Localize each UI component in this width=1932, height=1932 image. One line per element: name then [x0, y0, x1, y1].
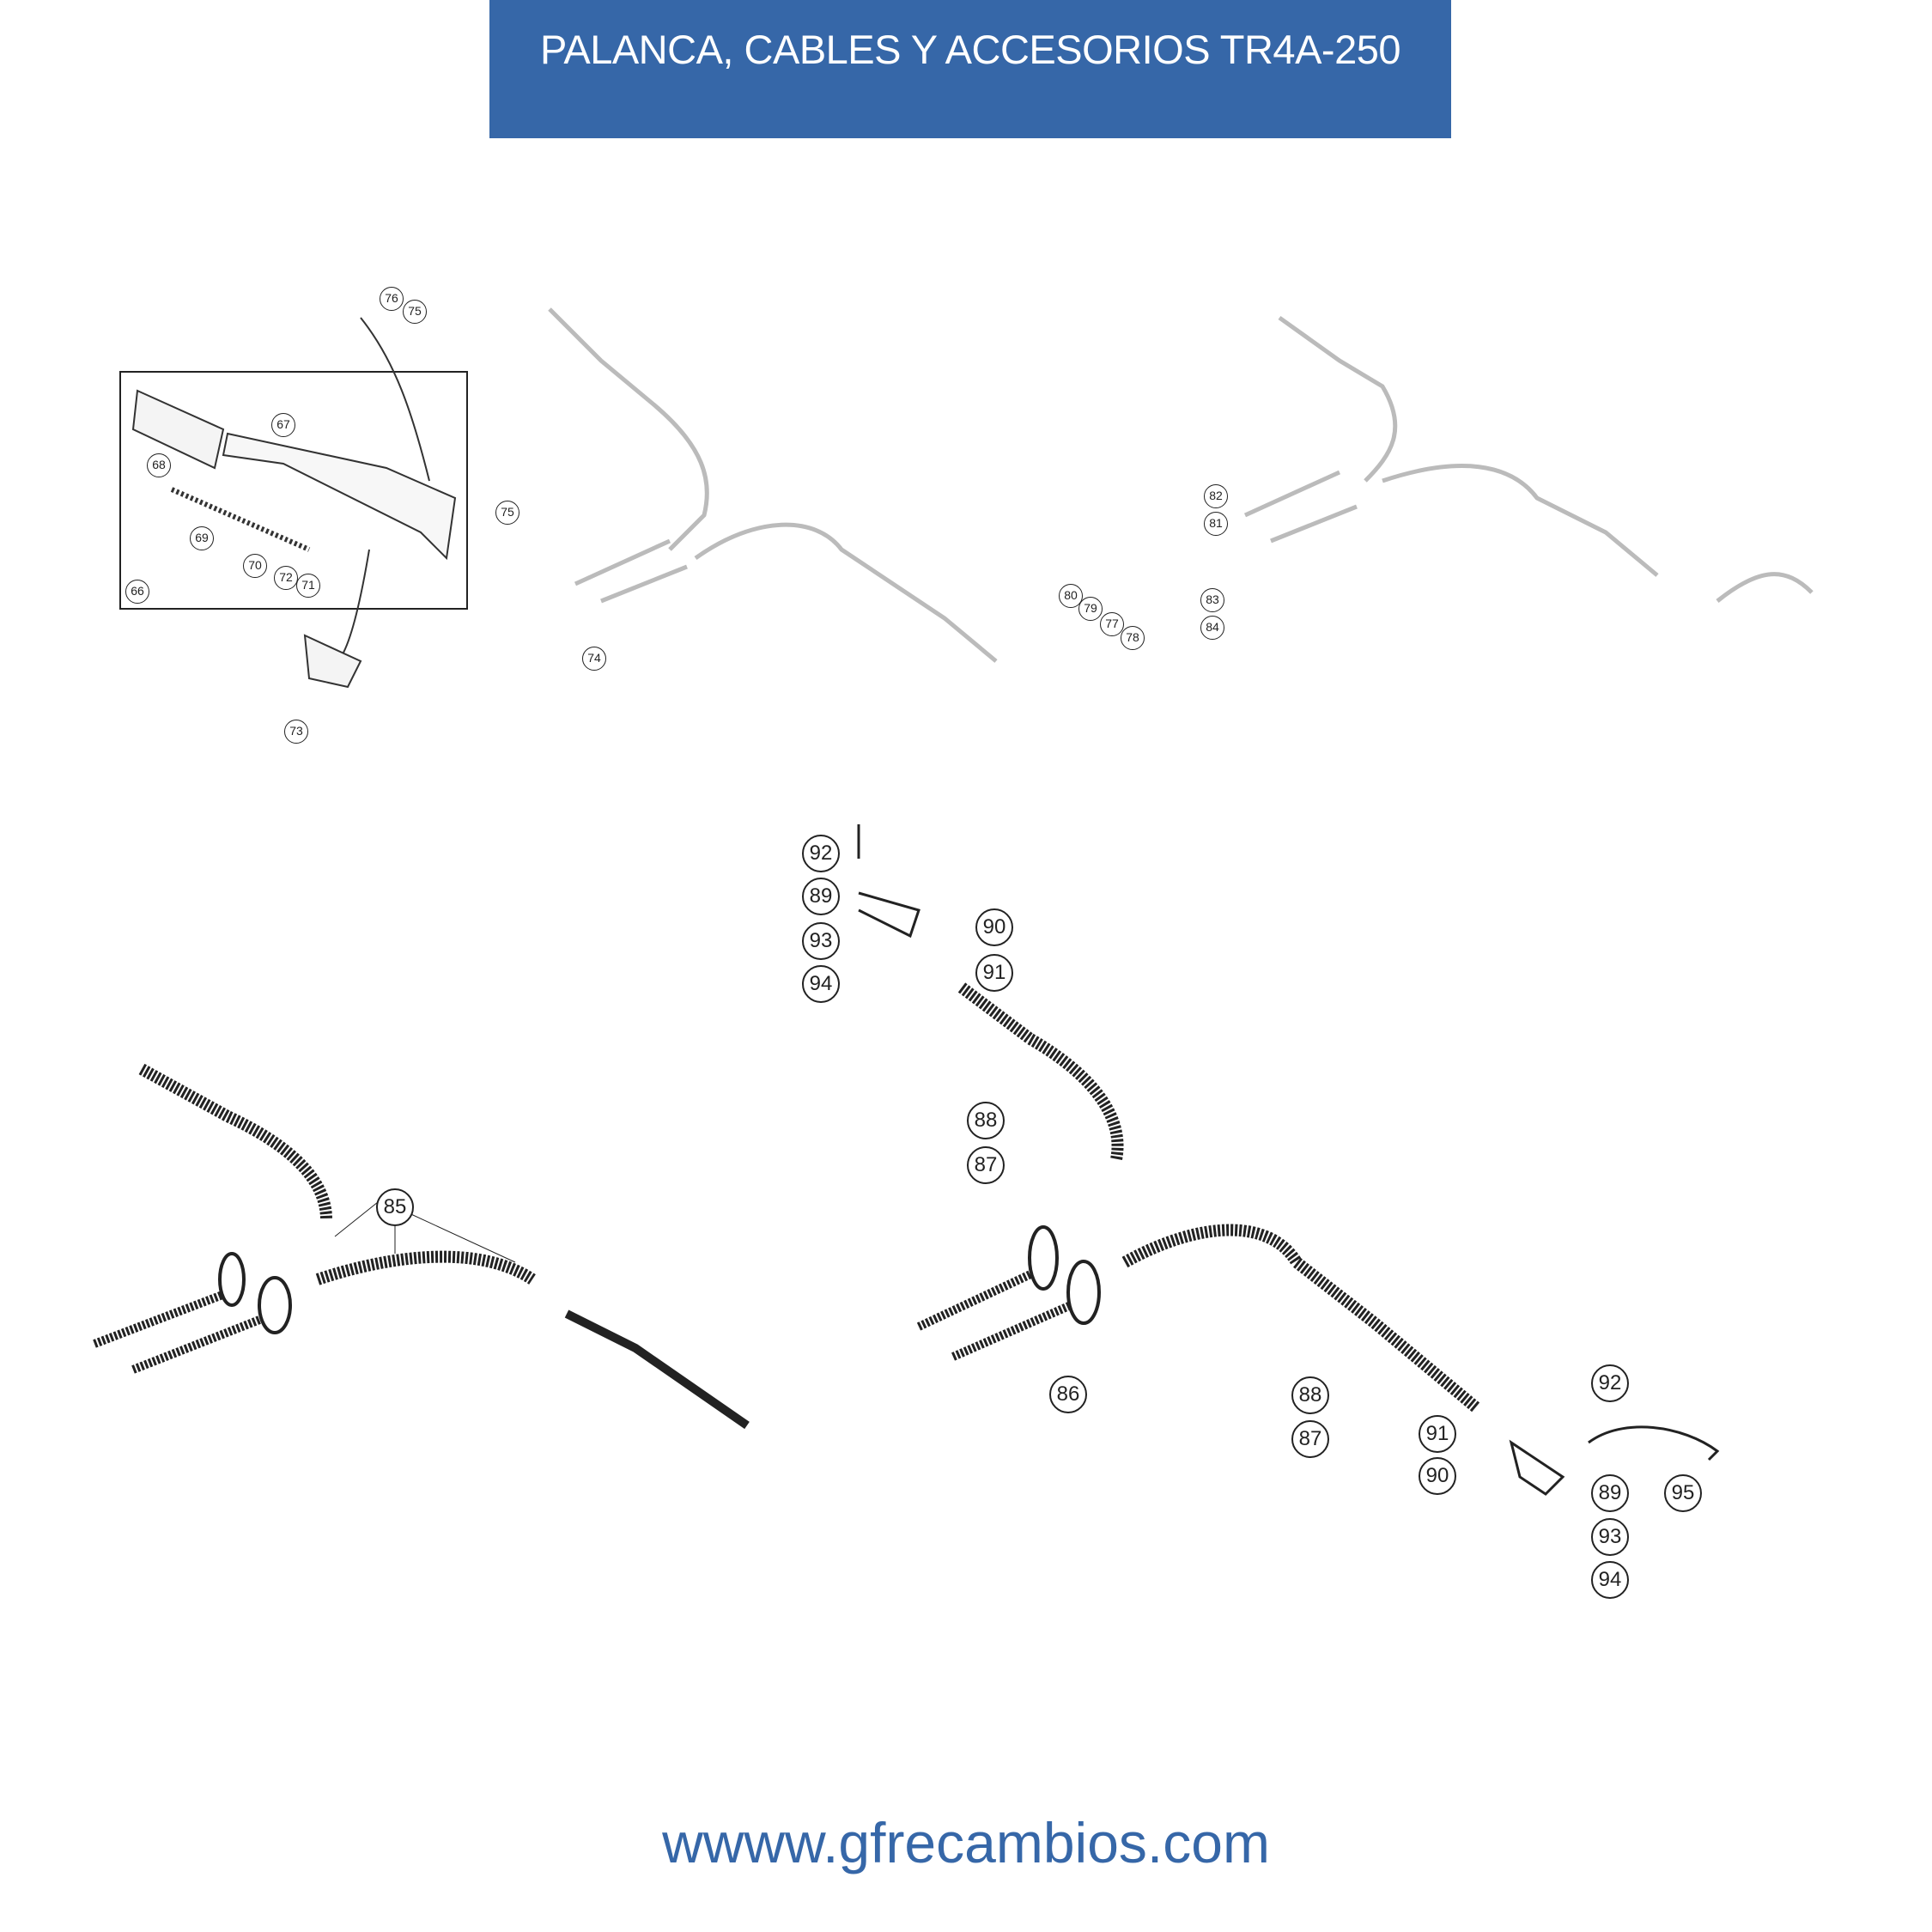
- part-callout: 77: [1100, 612, 1124, 636]
- part-callout: 82: [1204, 484, 1228, 508]
- cable-assembly-faint-left: [548, 307, 998, 663]
- part-callout: 88: [967, 1102, 1005, 1139]
- part-callout: 69: [190, 526, 214, 550]
- part-callout: 70: [243, 554, 267, 578]
- website-url[interactable]: wwww.gfrecambios.com: [662, 1811, 1270, 1874]
- handbrake-lever-assembly: [119, 317, 468, 689]
- part-callout: 76: [380, 287, 404, 311]
- part-callout: 84: [1200, 616, 1224, 640]
- cable-assembly-bottom-left: [93, 1063, 750, 1430]
- part-callout: 83: [1200, 588, 1224, 612]
- part-callout: 90: [975, 908, 1013, 946]
- cable-assembly-bottom-right: [857, 824, 1720, 1496]
- part-callout: 81: [1204, 512, 1228, 536]
- part-callout: 91: [1419, 1415, 1456, 1453]
- part-callout: 89: [1591, 1474, 1629, 1512]
- part-callout: 87: [1291, 1420, 1329, 1458]
- part-callout: 88: [1291, 1376, 1329, 1414]
- part-callout: 89: [802, 878, 840, 915]
- title-banner: PALANCA, CABLES Y ACCESORIOS TR4A-250: [489, 0, 1451, 138]
- part-callout: 86: [1049, 1376, 1087, 1413]
- part-callout: 93: [1591, 1518, 1629, 1556]
- part-callout: 94: [802, 965, 840, 1003]
- part-callout: 94: [1591, 1561, 1629, 1599]
- part-callout: 67: [271, 413, 295, 437]
- part-callout: 75: [495, 501, 519, 525]
- part-callout: 79: [1078, 597, 1103, 621]
- part-callout: 66: [125, 580, 149, 604]
- part-callout: 92: [1591, 1364, 1629, 1402]
- part-callout: 75: [403, 300, 427, 324]
- part-callout: 74: [582, 647, 606, 671]
- part-callout: 68: [147, 453, 171, 477]
- part-callout: 93: [802, 922, 840, 960]
- part-callout: 71: [296, 574, 320, 598]
- page-title: PALANCA, CABLES Y ACCESORIOS TR4A-250: [539, 27, 1401, 72]
- part-callout: 90: [1419, 1457, 1456, 1495]
- part-callout: 95: [1664, 1474, 1702, 1512]
- part-callout: 78: [1121, 626, 1145, 650]
- cable-assembly-faint-right: [1243, 315, 1814, 603]
- part-callout: 87: [967, 1146, 1005, 1184]
- part-callout: 91: [975, 954, 1013, 992]
- part-callout: 73: [284, 720, 308, 744]
- part-callout: 92: [802, 835, 840, 872]
- part-callout: 85: [376, 1188, 414, 1226]
- part-callout: 72: [274, 566, 298, 590]
